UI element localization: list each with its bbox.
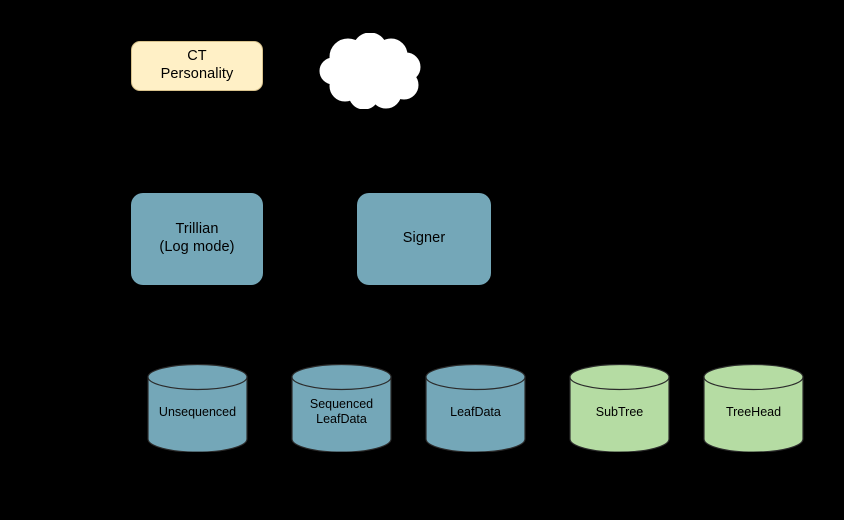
node-ct-personality[interactable]: CT Personality [131, 41, 263, 91]
node-trillian-log-mode-label: Trillian (Log mode) [159, 221, 235, 255]
node-signer[interactable]: Signer [357, 193, 491, 285]
storage-cylinder-leafdata[interactable]: LeafData [425, 364, 526, 452]
node-trillian-log-mode[interactable]: Trillian (Log mode) [131, 193, 263, 285]
cylinder-shape-icon [147, 364, 248, 452]
storage-cylinder-treehead[interactable]: TreeHead [703, 364, 804, 452]
node-ct-personality-label: CT Personality [160, 48, 234, 82]
cylinder-shape-icon [291, 364, 392, 452]
storage-cylinder-sequenced-leafdata[interactable]: Sequenced LeafData [291, 364, 392, 452]
cylinder-shape-icon [703, 364, 804, 452]
cylinder-shape-icon [569, 364, 670, 452]
cylinder-shape-icon [425, 364, 526, 452]
storage-cylinder-subtree[interactable]: SubTree [569, 364, 670, 452]
storage-cylinder-unsequenced[interactable]: Unsequenced [147, 364, 248, 452]
node-signer-label: Signer [402, 230, 446, 247]
cloud-icon[interactable] [318, 32, 422, 110]
